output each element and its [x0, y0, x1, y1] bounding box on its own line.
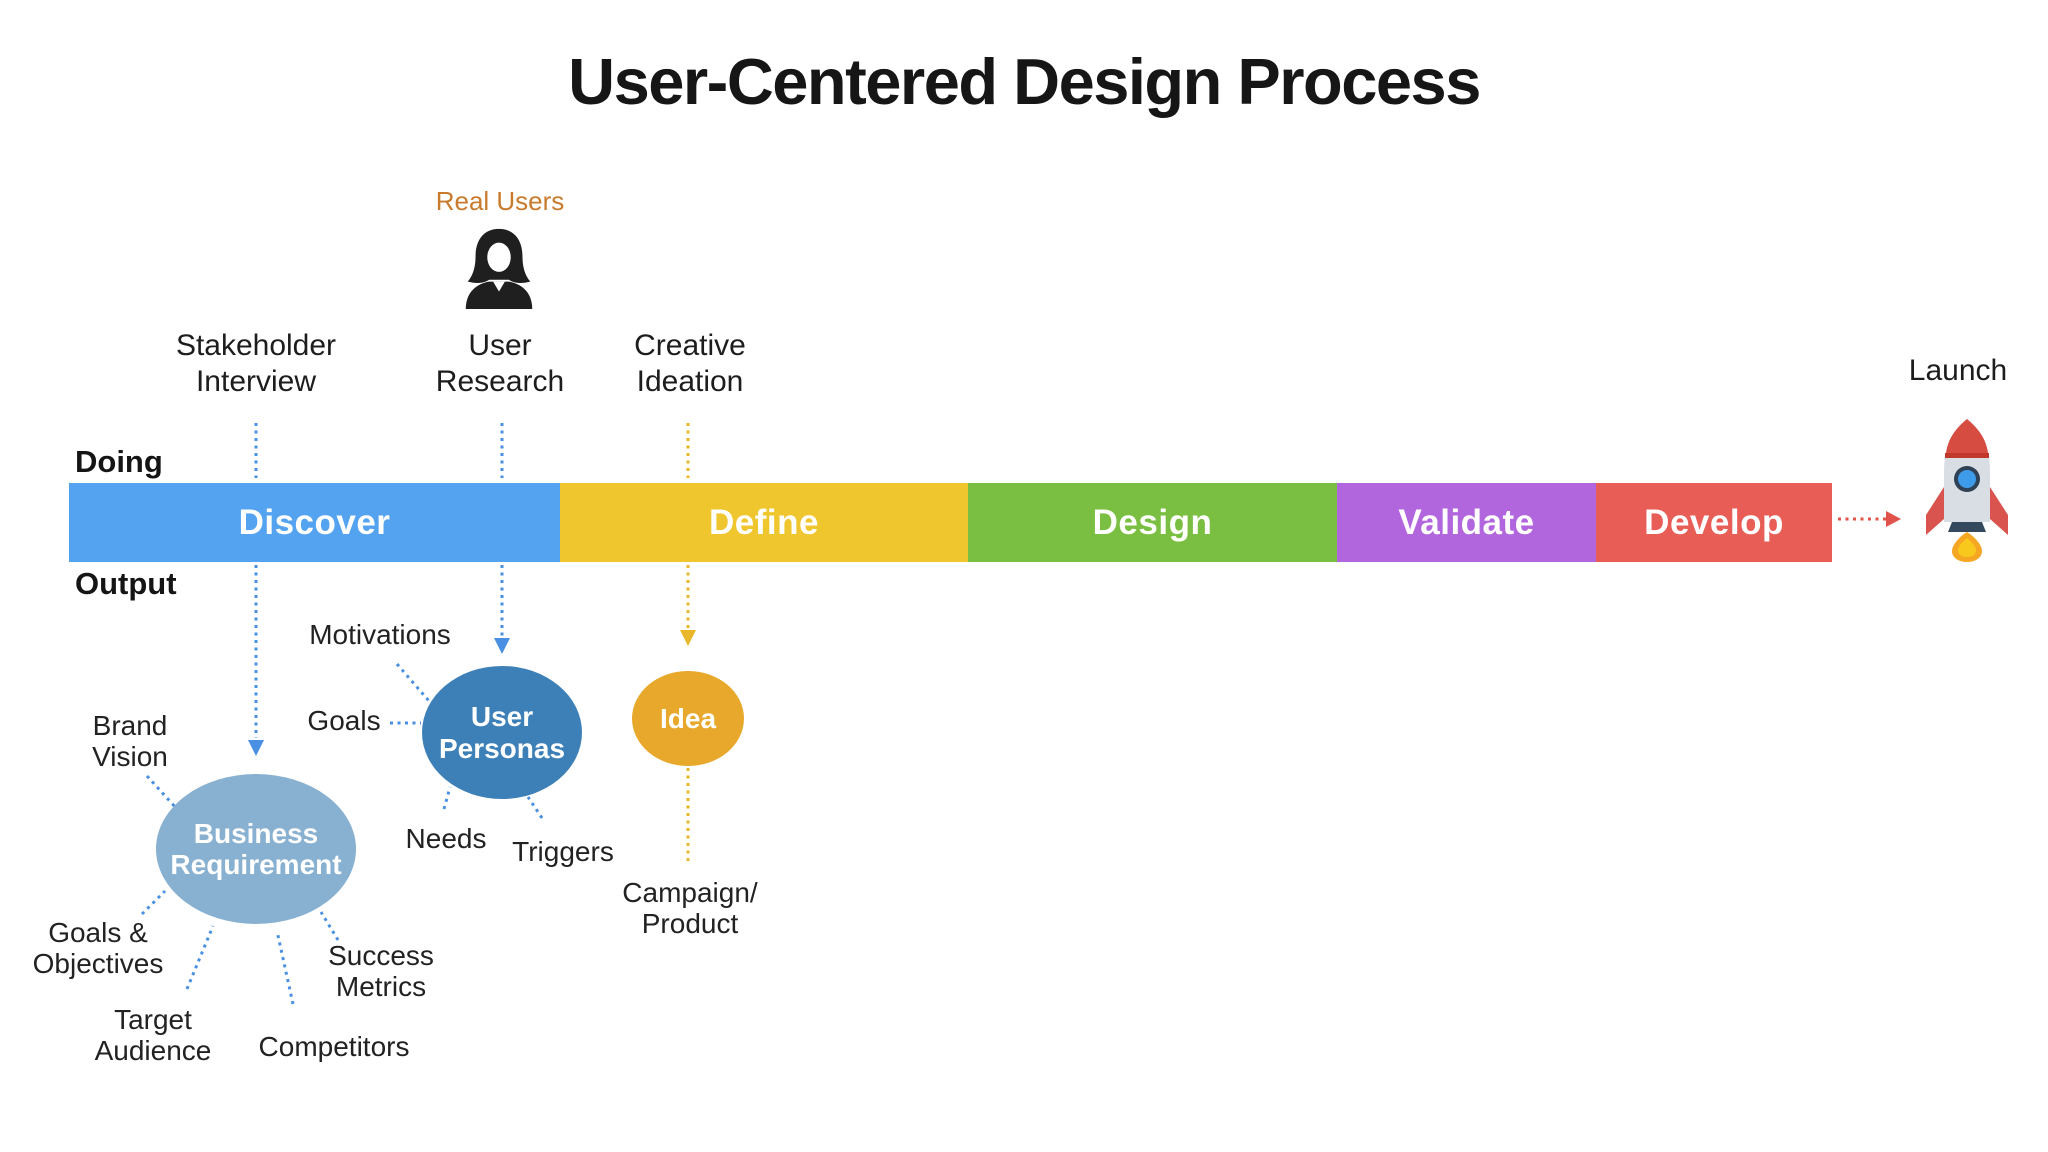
stage-discover: Discover: [69, 483, 560, 562]
launch-label: Launch: [1908, 354, 2008, 387]
stage-develop: Develop: [1596, 483, 1832, 562]
rocket-nozzle: [1948, 522, 1986, 532]
arrowhead-to-idea-icon: [680, 630, 696, 646]
arrowhead-to-launch-icon: [1886, 511, 1901, 527]
yellow-arrowheads: [680, 630, 696, 646]
satellite-line: Campaign/: [622, 877, 758, 908]
spoke-triggers: [526, 796, 544, 819]
activity-line: Ideation: [636, 365, 744, 398]
spoke-motivations: [395, 663, 431, 702]
rocket-left-fin: [1926, 487, 1944, 535]
spoke-success-metrics: [319, 911, 340, 941]
satellite-line: Goals: [307, 705, 381, 736]
stage-label-discover: Discover: [238, 502, 391, 542]
activity-label-creative-ideation: Creative Ideation: [570, 328, 810, 400]
satellite-line: Metrics: [335, 971, 427, 1003]
rocket-right-fin: [1990, 487, 2008, 535]
business-requirement-ellipse: Business Requirement: [156, 774, 356, 924]
satellite-goals: Goals: [254, 705, 434, 736]
rocket-window: [1958, 470, 1976, 488]
activity-line: Stakeholder: [175, 329, 337, 362]
real-users-caption: Real Users: [435, 186, 565, 216]
satellite-line: Product: [641, 908, 739, 940]
page-title: User-Centered Design Process: [568, 45, 1481, 118]
satellite-line: Brand: [92, 710, 168, 741]
idea-ellipse: Idea: [632, 671, 744, 766]
satellite-line: Success: [328, 940, 434, 971]
satellite-line: Competitors: [258, 1031, 410, 1062]
ellipse-line: Requirement: [170, 849, 342, 880]
stage-label-design: Design: [1092, 502, 1213, 542]
avatar-face: [487, 242, 511, 272]
satellite-needs: Needs: [356, 823, 536, 854]
blue-dotted-connectors: [140, 423, 544, 1005]
satellite-success-metrics: Success Metrics: [291, 940, 471, 1003]
spoke-target-audience: [185, 925, 215, 990]
blue-arrowheads: [248, 638, 510, 756]
satellite-competitors: Competitors: [234, 1031, 434, 1062]
process-bar: Discover Define Design Validate Develop: [69, 483, 1832, 562]
campaign-product-label: Campaign/ Product: [590, 877, 790, 940]
activity-line: Creative: [634, 329, 746, 362]
satellite-target-audience: Target Audience: [63, 1004, 243, 1067]
satellite-line: Vision: [92, 741, 168, 773]
spoke-brand-vision: [145, 774, 179, 811]
satellite-triggers: Triggers: [473, 836, 653, 867]
activity-label-user-research: User Research: [380, 328, 620, 400]
stage-validate: Validate: [1337, 483, 1596, 562]
user-avatar-icon: [465, 228, 533, 310]
satellite-motivations: Motivations: [290, 619, 470, 650]
rocket-nose-band: [1945, 453, 1989, 458]
user-personas-ellipse: User Personas: [422, 666, 582, 799]
avatar-shoulders: [465, 281, 533, 310]
row-label-output: Output: [75, 566, 177, 601]
stage-label-validate: Validate: [1398, 502, 1535, 542]
rocket-flame-inner: [1958, 538, 1976, 557]
satellite-brand-vision: Brand Vision: [50, 710, 210, 773]
rocket-nose-cone: [1946, 419, 1988, 453]
satellite-line: Audience: [94, 1035, 212, 1067]
satellite-line: Motivations: [309, 619, 451, 650]
ellipse-line: Idea: [659, 702, 717, 734]
spoke-competitors: [275, 930, 295, 1005]
activity-line: User: [468, 329, 532, 362]
spoke-goals-objectives: [140, 889, 167, 916]
ellipse-line: Personas: [438, 732, 566, 764]
arrowhead-to-business-requirement-icon: [248, 740, 264, 756]
arrowhead-to-user-personas-icon: [494, 638, 510, 654]
satellite-line: Triggers: [512, 836, 614, 867]
satellite-line: Target: [114, 1004, 192, 1035]
row-label-doing: Doing: [75, 444, 163, 479]
spoke-needs: [442, 786, 452, 810]
activity-line: Interview: [195, 365, 317, 398]
stage-design: Design: [968, 483, 1337, 562]
satellite-goals-objectives: Goals & Objectives: [8, 917, 188, 980]
ellipse-line: Business: [193, 817, 319, 849]
satellite-line: Objectives: [32, 948, 164, 980]
satellite-line: Needs: [405, 823, 487, 854]
ellipse-line: User: [470, 701, 534, 733]
stage-define: Define: [560, 483, 968, 562]
rocket-icon: [1926, 419, 2008, 562]
activity-label-stakeholder-interview: Stakeholder Interview: [136, 328, 376, 400]
avatar-neckline: [493, 281, 505, 292]
stage-label-define: Define: [709, 502, 819, 542]
activity-line: Research: [435, 365, 565, 398]
red-dotted-arrow: [1838, 511, 1901, 527]
satellite-line: Goals &: [48, 917, 148, 948]
stage-label-develop: Develop: [1644, 502, 1784, 542]
